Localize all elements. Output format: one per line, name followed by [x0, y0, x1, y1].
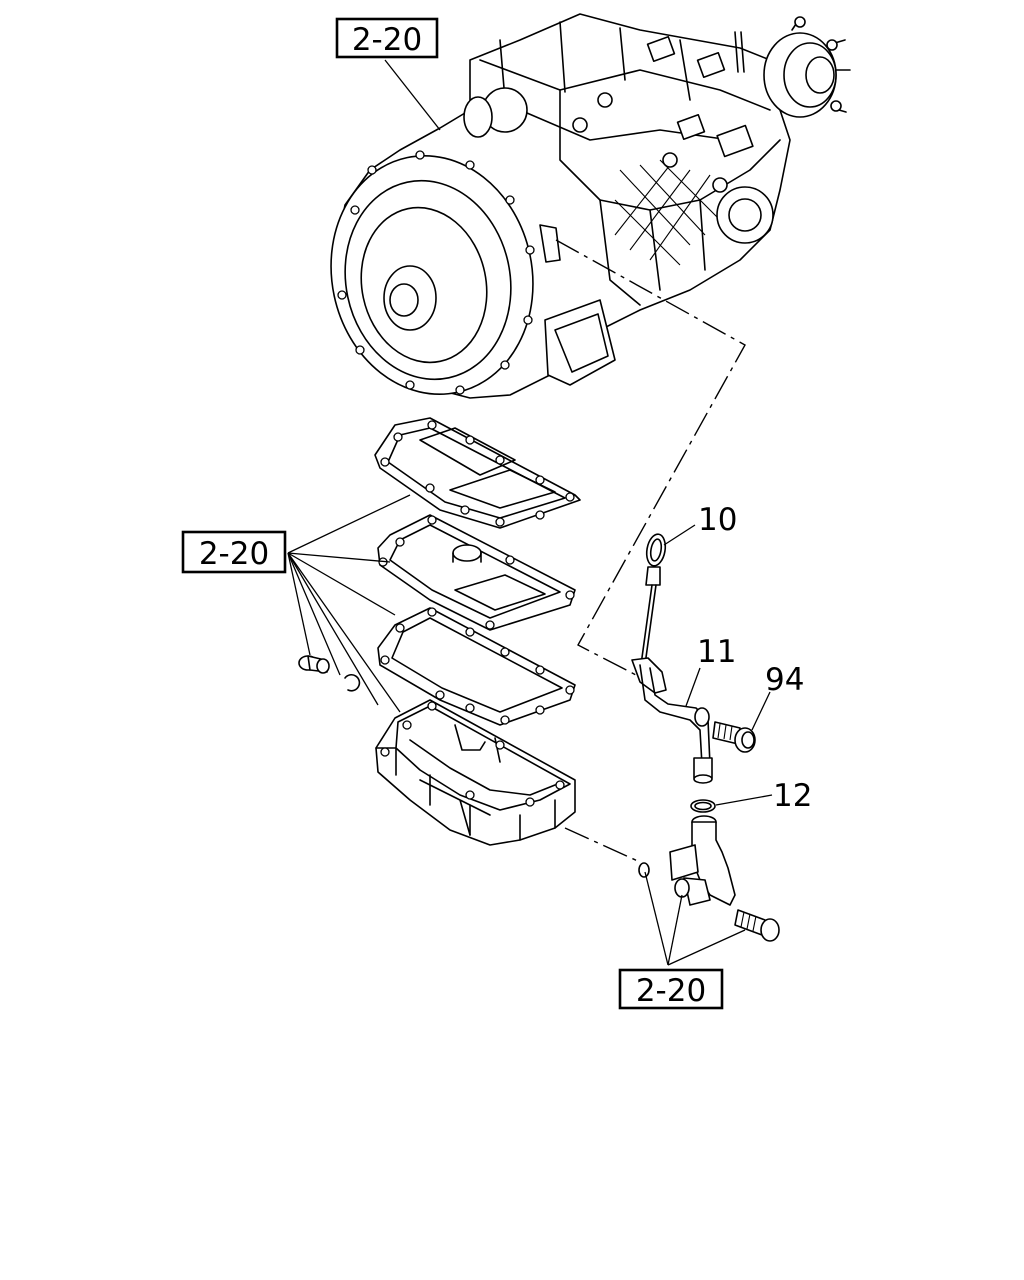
leader-lines	[287, 59, 773, 966]
drain-plug	[298, 655, 330, 674]
part-number-94: 94	[765, 662, 804, 698]
lower-tube	[669, 815, 736, 906]
outlet-o-ring	[638, 862, 650, 878]
bell-housing	[330, 150, 535, 396]
upper-gasket	[374, 417, 581, 529]
output-flange	[763, 16, 851, 118]
tube-bolt	[734, 909, 780, 942]
ref-box-top: 2-20	[335, 17, 439, 59]
ref-label-top: 2-20	[352, 22, 422, 58]
ref-box-bottom: 2-20	[618, 968, 724, 1010]
bolt	[712, 721, 756, 753]
part-number-11: 11	[697, 634, 736, 670]
lower-gasket	[377, 607, 576, 726]
dipstick-guide-tube	[631, 657, 713, 784]
part-number-10: 10	[698, 502, 737, 538]
dipstick	[639, 533, 667, 673]
ref-box-left: 2-20	[181, 530, 287, 574]
transmission-assembly	[330, 13, 851, 399]
part-number-12: 12	[773, 778, 812, 814]
clip	[344, 673, 361, 692]
oil-pan	[375, 699, 576, 846]
oil-strainer	[377, 514, 576, 631]
ref-label-bottom: 2-20	[636, 973, 706, 1009]
ref-label-left: 2-20	[199, 536, 269, 572]
